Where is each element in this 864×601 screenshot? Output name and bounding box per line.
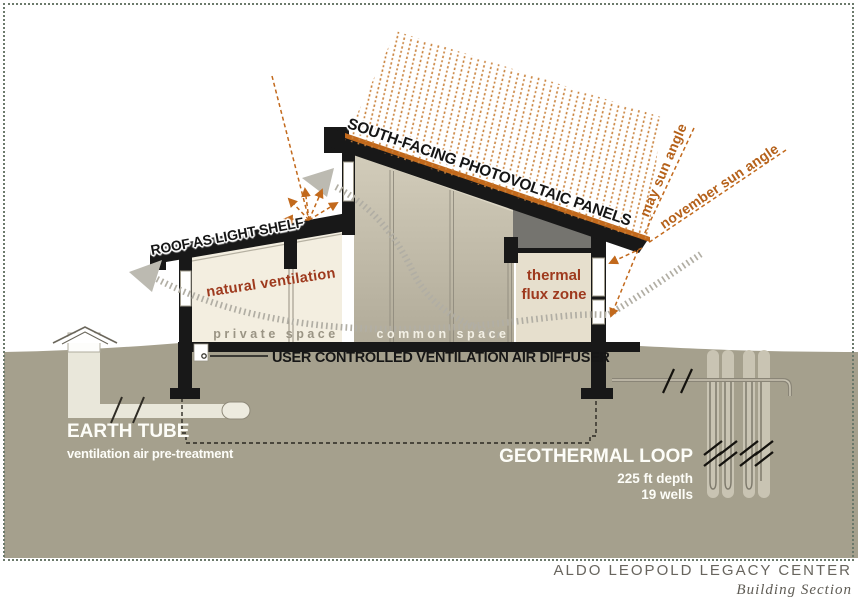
private-space-label: private space (213, 327, 339, 341)
geothermal-callout: GEOTHERMAL LOOP 225 ft depth 19 wells (499, 446, 693, 502)
thermal-flux-zone-label: thermal flux zone (521, 267, 587, 303)
window-west (180, 270, 192, 307)
light-shelf-reflection-fan (283, 187, 339, 225)
stack-ventilation-arc (334, 184, 503, 340)
foundations (170, 350, 613, 399)
geothermal-depth: 225 ft depth (617, 471, 693, 486)
earth-tube-title: EARTH TUBE (67, 421, 190, 442)
floor-slab (178, 342, 640, 352)
window-south-lower (592, 299, 605, 325)
thermal-flux-zone-room (516, 253, 592, 342)
diffuser-icon (193, 343, 268, 362)
underground-service-line (181, 398, 597, 444)
earth-tube-subtitle: ventilation air pre-treatment (67, 446, 234, 461)
airflow-arrowhead-west (129, 260, 162, 292)
footer-subtitle: Building Section (736, 582, 852, 598)
geothermal-title: GEOTHERMAL LOOP (499, 446, 693, 467)
ground (4, 343, 858, 558)
pipe-break-marks (662, 368, 693, 394)
pv-hatch (345, 31, 661, 242)
common-space-label: common space (376, 327, 510, 341)
clerestory-attic (513, 206, 592, 250)
geothermal-wells (612, 350, 792, 498)
footer-title: ALDO LEOPOLD LEGACY CENTER (553, 562, 852, 579)
cross-ventilation-arc (155, 251, 703, 333)
earth-tube-assembly (52, 326, 251, 424)
u-tubes (709, 382, 762, 490)
walls-and-windows (179, 145, 606, 344)
airflow-arrowhead-clerestory (302, 168, 334, 197)
earth-tube-callout: EARTH TUBE ventilation air pre-treatment (67, 421, 233, 461)
diffuser-label: USER CONTROLLED VENTILATION AIR DIFFUSER (272, 350, 610, 366)
sun-rays (271, 75, 787, 318)
pv-panels (345, 31, 661, 242)
window-clerestory (343, 161, 354, 202)
private-space-room (192, 229, 342, 342)
air-flow-arcs (155, 184, 703, 340)
window-south-upper (592, 257, 605, 297)
interior-columns (288, 170, 512, 342)
light-shelf-roof (150, 213, 347, 270)
geothermal-wells: 19 wells (641, 487, 693, 502)
well-break-marks (703, 440, 774, 467)
daylight-ray (271, 75, 310, 221)
